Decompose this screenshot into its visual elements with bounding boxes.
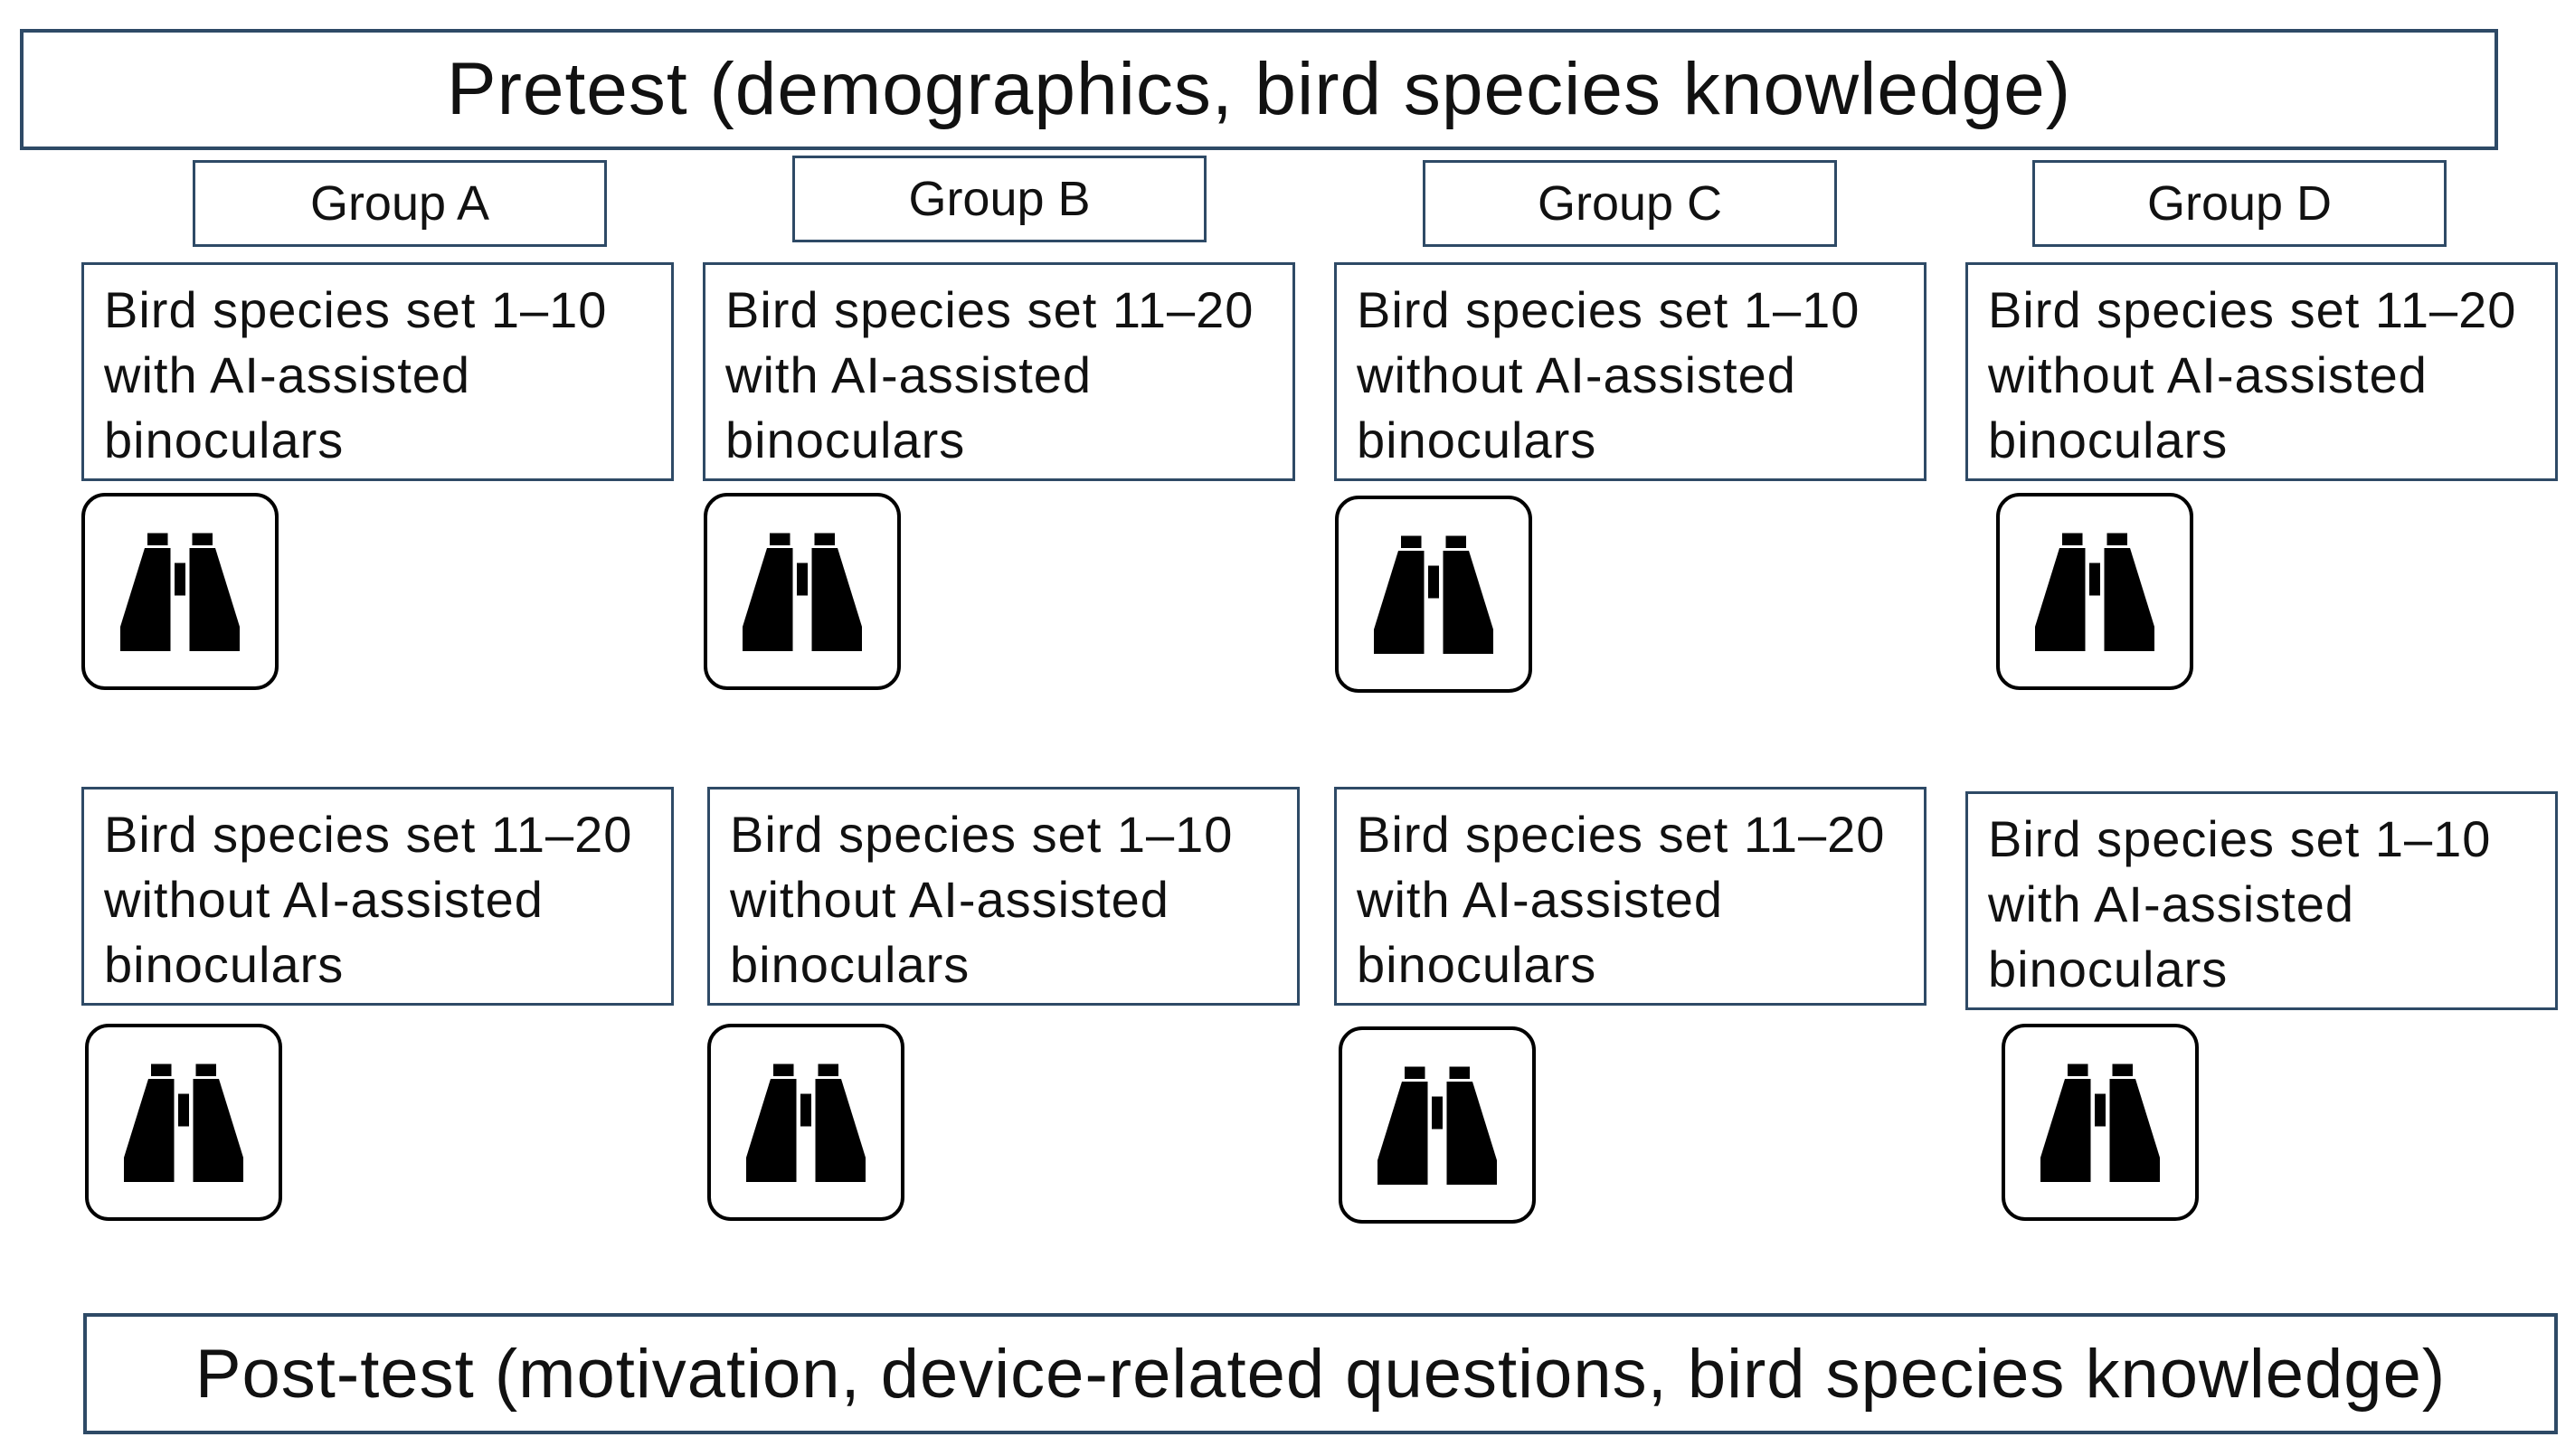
group-d-label-text: Group D [2146, 176, 2333, 231]
condition-line: with AI-assisted [104, 346, 471, 403]
condition-line: binoculars [104, 411, 345, 468]
posttest-label: Post-test (motivation, device-related qu… [194, 1335, 2447, 1413]
condition-line: Bird species set 11–20 [1988, 281, 2517, 338]
condition-line: Bird species set 1–10 [730, 806, 1234, 863]
group-c-first-condition: Bird species set 1–10 without AI-assiste… [1334, 262, 1927, 481]
condition-line: with AI-assisted [1988, 875, 2355, 932]
group-c-second-condition: Bird species set 11–20 with AI-assisted … [1334, 787, 1927, 1006]
condition-line: Bird species set 1–10 [104, 281, 608, 338]
group-d-first-condition: Bird species set 11–20 without AI-assist… [1965, 262, 2558, 481]
condition-line: binoculars [1357, 936, 1597, 993]
group-d-label: Group D [2032, 160, 2447, 247]
condition-line: with AI-assisted [1357, 871, 1724, 928]
pretest-banner: Pretest (demographics, bird species know… [20, 29, 2498, 150]
group-a-first-condition: Bird species set 1–10 with AI-assisted b… [81, 262, 674, 481]
binoculars-icon [704, 493, 901, 690]
binoculars-icon [81, 493, 279, 690]
pretest-label: Pretest (demographics, bird species know… [446, 48, 2072, 130]
group-a-second-condition: Bird species set 11–20 without AI-assist… [81, 787, 674, 1006]
group-b-first-condition: Bird species set 11–20 with AI-assisted … [703, 262, 1295, 481]
condition-line: binoculars [1357, 411, 1597, 468]
group-a-label: Group A [193, 160, 607, 247]
condition-line: binoculars [730, 936, 970, 993]
condition-line: without AI-assisted [1988, 346, 2428, 403]
group-b-label-text: Group B [908, 172, 1091, 226]
binoculars-icon [1996, 493, 2193, 690]
condition-line: without AI-assisted [104, 871, 544, 928]
condition-line: Bird species set 11–20 [1357, 806, 1886, 863]
binoculars-icon [2002, 1024, 2199, 1221]
binoculars-icon [1335, 496, 1532, 693]
binoculars-icon [1339, 1026, 1536, 1224]
condition-line: binoculars [725, 411, 966, 468]
condition-line: Bird species set 1–10 [1357, 281, 1860, 338]
group-b-label: Group B [792, 156, 1207, 242]
group-b-second-condition: Bird species set 1–10 without AI-assiste… [707, 787, 1300, 1006]
condition-line: binoculars [1988, 941, 2229, 997]
group-c-label: Group C [1423, 160, 1837, 247]
condition-line: binoculars [1988, 411, 2229, 468]
condition-line: Bird species set 1–10 [1988, 810, 2492, 867]
condition-line: without AI-assisted [730, 871, 1169, 928]
posttest-banner: Post-test (motivation, device-related qu… [83, 1313, 2558, 1434]
group-d-second-condition: Bird species set 1–10 with AI-assisted b… [1965, 791, 2558, 1010]
group-a-label-text: Group A [309, 176, 490, 231]
condition-line: without AI-assisted [1357, 346, 1796, 403]
group-c-label-text: Group C [1537, 176, 1723, 231]
binoculars-icon [85, 1024, 282, 1221]
binoculars-icon [707, 1024, 904, 1221]
condition-line: with AI-assisted [725, 346, 1093, 403]
condition-line: binoculars [104, 936, 345, 993]
condition-line: Bird species set 11–20 [104, 806, 633, 863]
condition-line: Bird species set 11–20 [725, 281, 1254, 338]
